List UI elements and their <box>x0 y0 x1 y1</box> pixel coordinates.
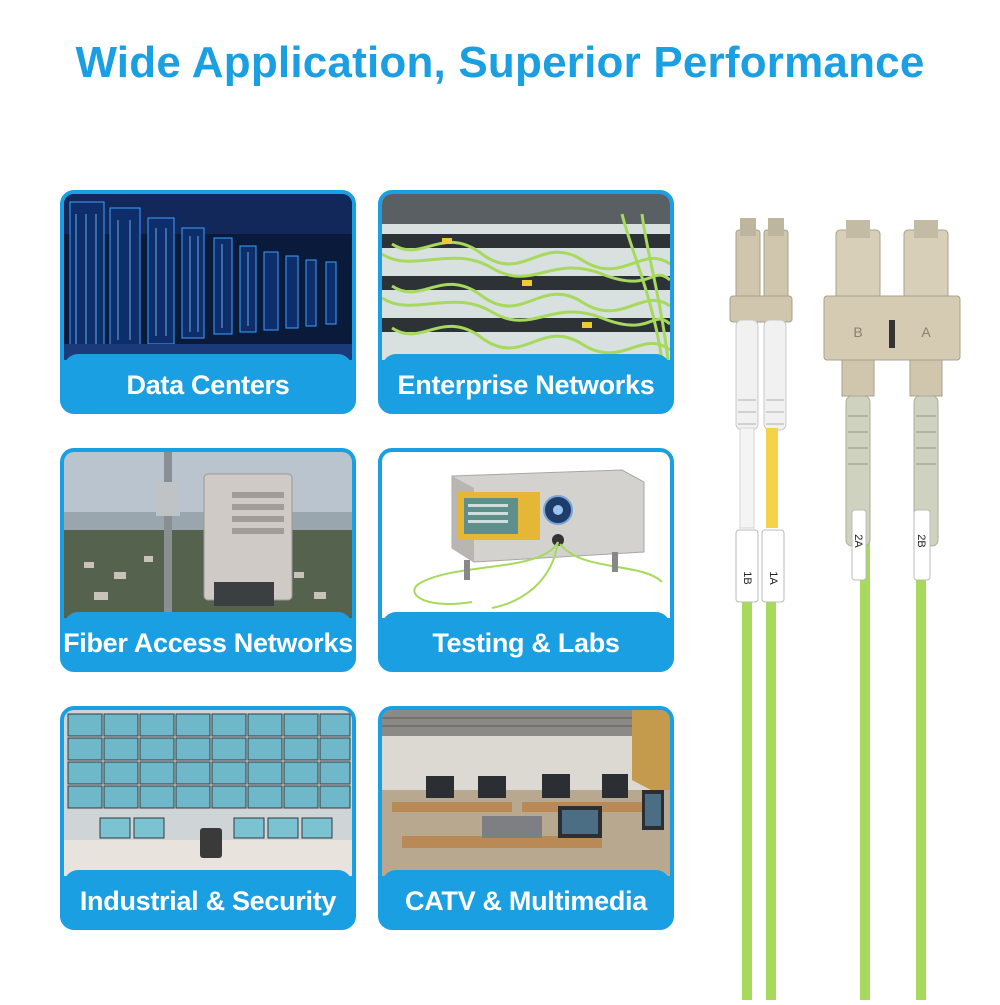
sc-mark-b: B <box>853 324 862 340</box>
card-catv-multimedia: CATV & Multimedia <box>378 706 674 930</box>
lc-label-1a: 1A <box>767 571 779 585</box>
card-data-centers: Data Centers <box>60 190 356 414</box>
sc-connector <box>823 220 961 581</box>
fiber-patch-cable: 1B 1A B A 2A 2B <box>690 200 1000 1000</box>
card-label: Enterprise Networks <box>397 369 655 400</box>
telecom-tower-photo <box>64 452 352 618</box>
lc-connector <box>729 218 793 603</box>
sc-label-2a: 2A <box>852 534 864 548</box>
card-label: Fiber Access Networks <box>63 627 353 658</box>
card-industrial-security: Industrial & Security <box>60 706 356 930</box>
card-label: Testing & Labs <box>432 627 620 658</box>
server-racks-photo <box>64 194 352 360</box>
card-label: CATV & Multimedia <box>405 885 647 916</box>
card-enterprise-networks: Enterprise Networks <box>378 190 674 414</box>
card-label: Industrial & Security <box>79 885 337 916</box>
lc-label-1b: 1B <box>741 571 753 584</box>
office-workstations-photo <box>382 710 670 876</box>
card-label: Data Centers <box>126 369 290 400</box>
patch-panel-photo <box>382 194 670 360</box>
card-fiber-access-networks: Fiber Access Networks <box>60 448 356 672</box>
card-testing-labs: Testing & Labs <box>378 448 674 672</box>
sc-label-2b: 2B <box>915 534 927 547</box>
sc-mark-a: A <box>921 324 931 340</box>
control-room-photo <box>64 710 352 876</box>
fiber-tester-photo <box>382 452 670 618</box>
page-title: Wide Application, Superior Performance <box>75 38 925 87</box>
